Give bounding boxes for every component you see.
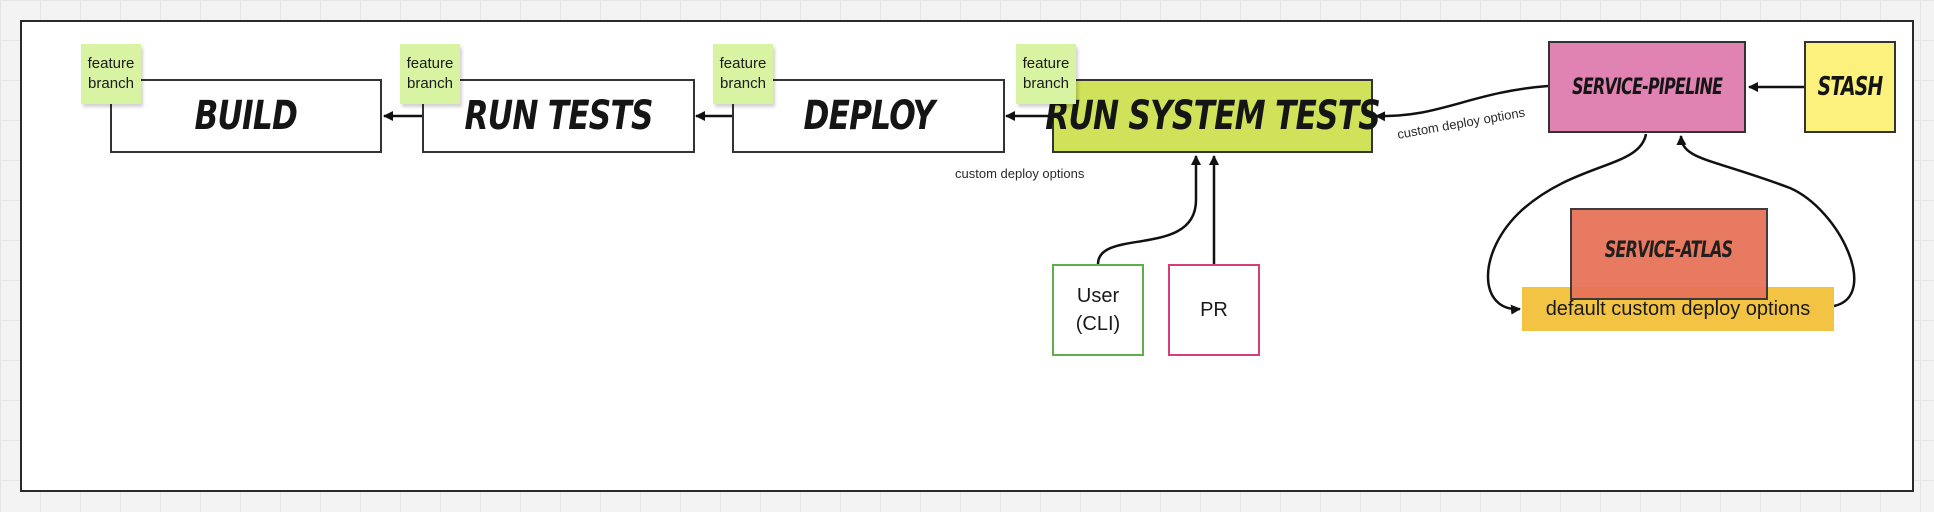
service-pipeline-label: SERVICE-PIPELINE bbox=[1571, 74, 1723, 100]
stash-label: STASH bbox=[1817, 72, 1884, 102]
default-options-label: default custom deploy options bbox=[1545, 297, 1811, 320]
trigger-pr[interactable]: PR bbox=[1168, 264, 1260, 356]
stash-box[interactable]: STASH bbox=[1804, 41, 1896, 133]
service-atlas-label: SERVICE-ATLAS bbox=[1605, 238, 1733, 263]
stage-run-tests-label: RUN TESTS bbox=[464, 93, 653, 139]
stage-build-label: BUILD bbox=[194, 93, 298, 139]
caption-deploy-options: custom deploy options bbox=[955, 166, 1085, 181]
stage-build[interactable]: BUILD bbox=[110, 79, 382, 153]
sticky-note-run-tests[interactable]: feature branch bbox=[400, 44, 460, 104]
stage-run-system-tests-label: RUN SYSTEM TESTS bbox=[1045, 93, 1380, 139]
stage-run-tests[interactable]: RUN TESTS bbox=[422, 79, 695, 153]
stage-run-system-tests[interactable]: RUN SYSTEM TESTS bbox=[1045, 79, 1381, 153]
stage-deploy[interactable]: DEPLOY bbox=[732, 79, 1005, 153]
trigger-user-cli[interactable]: User (CLI) bbox=[1052, 264, 1144, 356]
sticky-note-system-tests[interactable]: feature branch bbox=[1016, 44, 1076, 104]
sticky-note-build[interactable]: feature branch bbox=[81, 44, 141, 104]
service-atlas-box[interactable]: SERVICE-ATLAS bbox=[1570, 208, 1768, 300]
stage-deploy-label: DEPLOY bbox=[802, 93, 935, 139]
sticky-note-deploy[interactable]: feature branch bbox=[713, 44, 773, 104]
service-pipeline-box[interactable]: SERVICE-PIPELINE bbox=[1548, 41, 1746, 133]
